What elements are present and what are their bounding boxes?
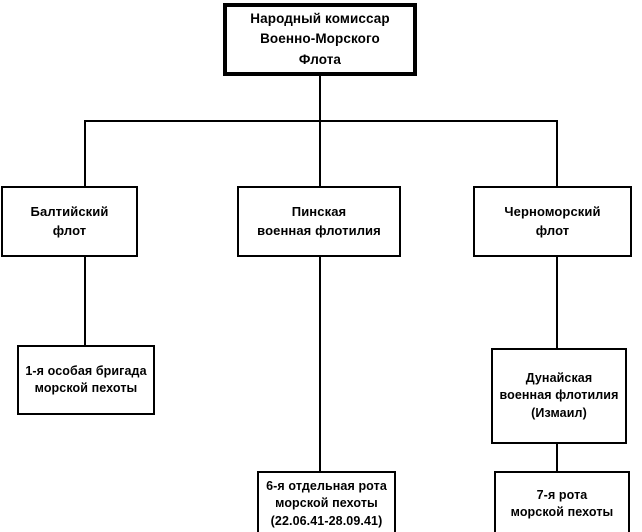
connector-baltic-fleet-to-first-marine-brigade <box>84 256 86 346</box>
connector-bus-to-black-sea-fleet <box>556 120 558 186</box>
node-label-black-sea-fleet: Черноморский флот <box>504 203 601 238</box>
node-label-baltic-fleet: Балтийский флот <box>30 203 109 238</box>
node-first-special-marine-brigade[interactable]: 1-я особая бригада морской пехоты <box>17 345 155 415</box>
node-danube-military-flotilla[interactable]: Дунайская военная флотилия (Измаил) <box>491 348 627 444</box>
connector-root-stem <box>319 75 321 121</box>
connector-black-sea-fleet-to-danube-flotilla <box>556 256 558 349</box>
connector-level1-bus <box>84 120 558 122</box>
connector-bus-to-pinsk-flotilla <box>319 120 321 186</box>
node-label-first-special-marine-brigade: 1-я особая бригада морской пехоты <box>25 363 147 396</box>
node-baltic-fleet[interactable]: Балтийский флот <box>1 186 138 257</box>
node-pinsk-military-flotilla[interactable]: Пинская военная флотилия <box>237 186 401 257</box>
node-label-pinsk-military-flotilla: Пинская военная флотилия <box>257 203 381 238</box>
node-people-commissar-of-the-navy[interactable]: Народный комиссар Военно-Морского Флота <box>223 3 417 76</box>
node-black-sea-fleet[interactable]: Черноморский флот <box>473 186 632 257</box>
node-label-seventh-marine-company: 7-я рота морской пехоты <box>510 487 614 520</box>
node-label-danube-military-flotilla: Дунайская военная флотилия (Измаил) <box>499 370 619 420</box>
node-label-sixth-separate-marine-company: 6-я отдельная рота морской пехоты (22.06… <box>266 478 387 528</box>
connector-danube-flotilla-to-seventh-marine-company <box>556 444 558 471</box>
connector-bus-to-baltic-fleet <box>84 120 86 186</box>
node-label-people-commissar-of-the-navy: Народный комиссар Военно-Морского Флота <box>250 11 390 67</box>
node-sixth-separate-marine-company[interactable]: 6-я отдельная рота морской пехоты (22.06… <box>257 471 396 532</box>
node-seventh-marine-company[interactable]: 7-я рота морской пехоты <box>494 471 630 532</box>
connector-pinsk-flotilla-to-sixth-marine-company <box>319 256 321 471</box>
